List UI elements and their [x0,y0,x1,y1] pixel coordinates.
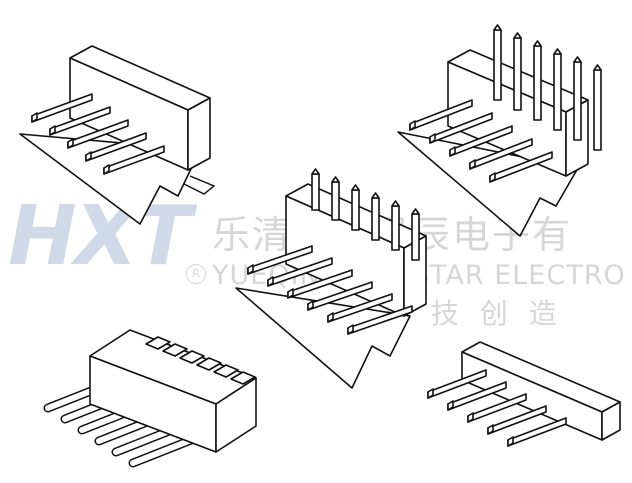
pin-vertical [351,189,360,231]
socket-hole [145,336,171,350]
pin-vertical [331,181,340,221]
connector-top-right [397,24,602,237]
pin-tip [327,312,334,323]
pin-tip [307,300,314,311]
socket-hole [213,364,239,378]
pin-tip [287,288,294,299]
connector-top-left [19,45,216,225]
pin-tip [429,133,436,144]
pin-vertical [371,197,380,241]
pin-vertical [493,29,502,101]
pin-tip [447,400,454,411]
socket-hole [230,371,256,385]
pin-vertical [533,45,542,121]
pin-vertical-tip [513,32,522,39]
pin-vertical-tip [593,64,602,71]
pin-tip [67,138,74,149]
pin-vertical-tip [493,24,502,31]
socket-hole [196,357,222,371]
pin-vertical-tip [311,168,320,175]
pin-tip [49,125,56,136]
pin-group [409,99,553,183]
socket-holes [145,336,256,385]
pin-vertical [311,173,320,211]
pin-vertical [513,37,522,111]
pin-group [247,245,413,335]
pin-tip [267,276,274,287]
pin-group [31,93,165,175]
pin-vertical [573,61,582,141]
pin-tip [31,112,38,123]
pin-tip [469,159,476,170]
connector-bottom-right [427,341,621,447]
pin-vertical-tip [331,176,340,183]
pin-vertical-tip [371,192,380,199]
pin-tip [347,324,354,335]
pin-tip [487,424,494,435]
pin-group-vertical [311,168,420,261]
pin-vertical-tip [351,184,360,191]
pin-vertical-tip [533,40,542,47]
pin-group [427,369,567,447]
watermark-logo: HXT [8,189,192,284]
pin-tip [449,146,456,157]
pin-vertical-tip [411,208,420,215]
pin-tip [507,436,514,447]
pin-tip [489,172,496,183]
pin-vertical-tip [573,56,582,63]
pin-vertical [391,205,400,251]
pin-tip [103,164,110,175]
socket-hole [179,350,205,364]
pin-vertical [411,213,420,261]
connector-center [235,168,427,389]
registered-mark-icon: R [186,264,206,284]
pin-vertical-tip [391,200,400,207]
pin-vertical-tip [553,48,562,55]
pin-tip [427,388,434,399]
connector-bottom-left [43,329,257,468]
pin-group-vertical [493,24,602,151]
socket-hole [162,343,188,357]
pin-tip [467,412,474,423]
pin-tip [247,264,254,275]
pin-vertical [593,69,602,151]
pin-tip [85,151,92,162]
pin-tip [409,120,416,131]
pin-vertical [553,53,562,131]
